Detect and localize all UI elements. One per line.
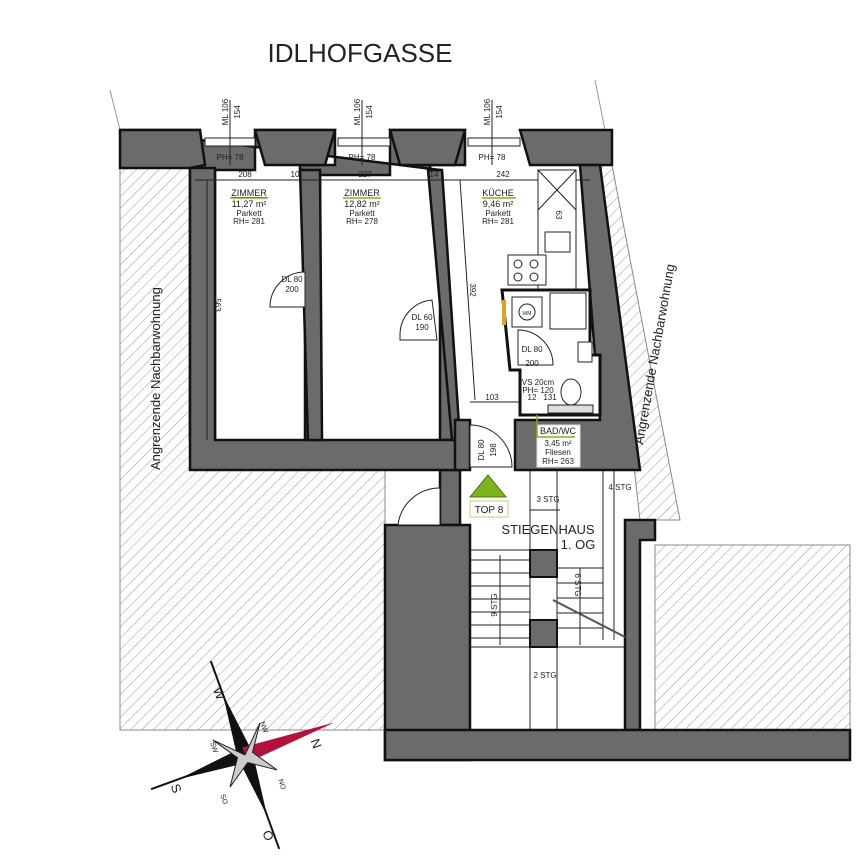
svg-text:KÜCHE: KÜCHE: [482, 188, 514, 198]
svg-text:11,27 m²: 11,27 m²: [232, 199, 267, 209]
svg-text:Parkett: Parkett: [349, 209, 375, 218]
windows: [204, 100, 521, 165]
window-height: 154: [495, 105, 504, 119]
window-ml: ML 106: [221, 98, 230, 125]
window-height: 154: [233, 105, 242, 119]
svg-text:DL 80: DL 80: [477, 439, 486, 461]
svg-text:NW: NW: [258, 721, 269, 735]
svg-text:12,82 m²: 12,82 m²: [344, 199, 380, 209]
dimension: 63: [554, 211, 563, 220]
bath-window-vs: VS 20cm: [522, 378, 555, 387]
door-entrance[interactable]: DL 80 198: [469, 424, 513, 468]
svg-text:W: W: [210, 685, 229, 702]
dimension: 563: [213, 298, 222, 312]
room-bad-wc: BAD/WC 3,45 m² Fliesen RH= 263: [536, 415, 581, 468]
steps-label: 6 STG: [573, 573, 582, 596]
svg-text:Parkett: Parkett: [485, 209, 511, 218]
svg-text:NO: NO: [276, 778, 286, 791]
dimension: 227: [358, 170, 372, 179]
entrance-marker-icon: [468, 474, 508, 498]
compass-icon: [150, 660, 335, 850]
svg-text:ZIMMER: ZIMMER: [231, 188, 267, 198]
kitchen-counter: [507, 169, 577, 291]
walls: [118, 128, 852, 762]
window-ph: PH= 78: [349, 153, 376, 162]
window-ml: ML 106: [353, 98, 362, 125]
compass-labels: W N S O NW NO SW SO: [168, 685, 325, 843]
svg-text:DL 80: DL 80: [521, 345, 543, 354]
svg-text:DL 60: DL 60: [411, 313, 433, 322]
window-ph: PH= 78: [479, 153, 506, 162]
unit-label-box: [469, 500, 509, 518]
dimension: 208: [238, 170, 252, 179]
steps-label: 2 STG: [533, 671, 556, 680]
dimension: 10: [291, 170, 300, 179]
svg-text:RH= 278: RH= 278: [346, 217, 378, 226]
svg-text:O: O: [259, 828, 277, 843]
room-kueche: KÜCHE 9,46 m² Parkett RH= 281: [482, 188, 516, 226]
svg-text:9,46 m²: 9,46 m²: [483, 199, 514, 209]
svg-text:200: 200: [285, 285, 299, 294]
window-height: 154: [365, 105, 374, 119]
dimension: 14: [430, 170, 439, 179]
svg-text:N: N: [308, 736, 325, 750]
svg-text:200: 200: [525, 359, 539, 368]
steps-label: 4 STG: [608, 483, 631, 492]
window-ml: ML 106: [483, 98, 492, 125]
svg-text:SW: SW: [208, 741, 219, 754]
svg-text:BAD/WC: BAD/WC: [540, 426, 577, 436]
bath-window-ph: PH= 120: [522, 386, 554, 395]
svg-text:198: 198: [489, 443, 498, 457]
door-zimmer-2[interactable]: DL 60 190: [399, 299, 438, 341]
svg-text:RH= 281: RH= 281: [233, 217, 265, 226]
staircase-name: STIEGENHAUS: [501, 522, 595, 537]
door-bad[interactable]: DL 80 200: [517, 329, 554, 368]
room-zimmer-2: ZIMMER 12,82 m² Parkett RH= 278: [343, 188, 381, 226]
street-line: [109, 89, 121, 131]
svg-text:ZIMMER: ZIMMER: [344, 188, 380, 198]
svg-text:SO: SO: [218, 794, 228, 806]
washer-label: WM: [523, 311, 532, 317]
svg-text:3,45 m²: 3,45 m²: [544, 439, 571, 448]
svg-text:Parkett: Parkett: [236, 209, 262, 218]
svg-text:DL 80: DL 80: [281, 275, 303, 284]
room-zimmer-1: ZIMMER 11,27 m² Parkett RH= 281: [230, 188, 268, 226]
steps-label: 3 STG: [536, 495, 559, 504]
dimension: 103: [485, 393, 499, 402]
dimension: 131: [543, 393, 557, 402]
svg-text:RH= 263: RH= 263: [542, 457, 574, 466]
door-zimmer-1[interactable]: DL 80 200: [269, 271, 306, 308]
svg-text:Fliesen: Fliesen: [545, 448, 571, 457]
svg-text:S: S: [168, 782, 185, 796]
neighbor-label-left: Angrenzende Nachbarwohnung: [148, 287, 163, 470]
dimension-line: [459, 179, 476, 401]
staircase: [470, 470, 626, 730]
staircase-floor: 1. OG: [561, 537, 596, 552]
dimension: 392: [468, 283, 477, 297]
svg-text:RH= 281: RH= 281: [482, 217, 514, 226]
dimension: 12: [528, 393, 537, 402]
steps-label: 9 STG: [490, 593, 499, 616]
dimension: 242: [496, 170, 510, 179]
door-staircase[interactable]: [397, 487, 441, 526]
window-ph: PH= 78: [217, 153, 244, 162]
svg-text:190: 190: [415, 323, 429, 332]
neighbor-area-right-lower: [654, 544, 851, 731]
unit-label: TOP 8: [475, 505, 504, 516]
street-line: [594, 79, 606, 131]
street-name: IDLHOFGASSE: [268, 38, 453, 68]
